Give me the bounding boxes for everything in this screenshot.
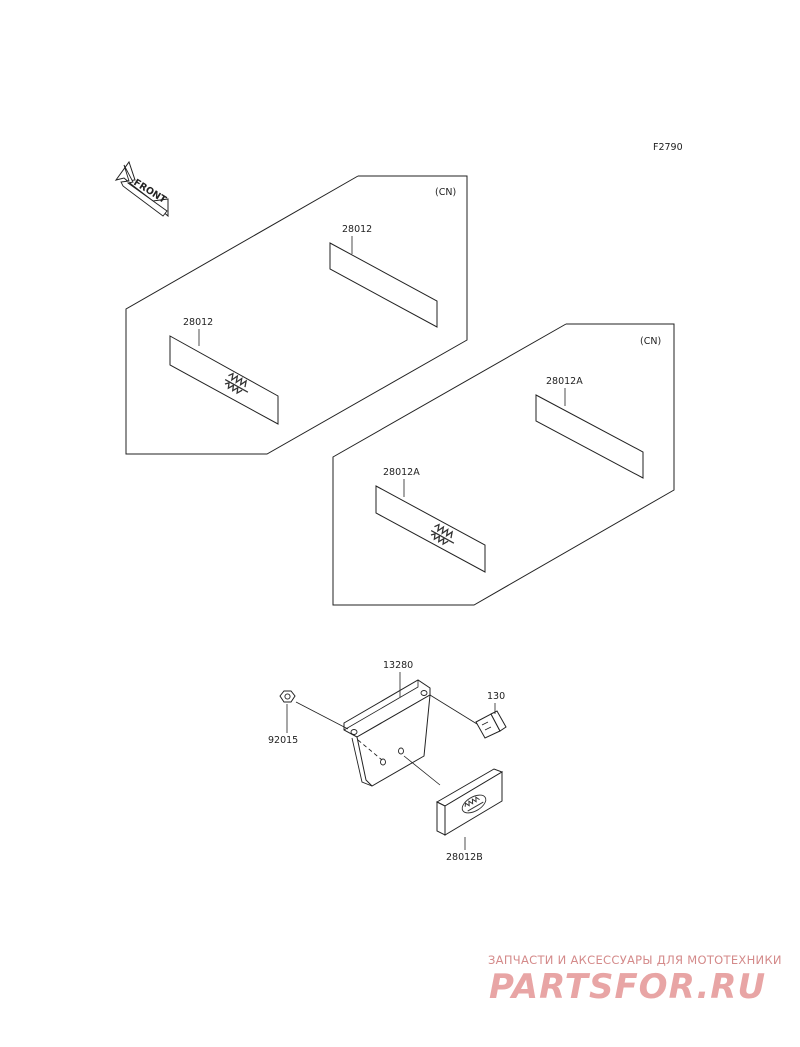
label-28012B: 28012B bbox=[446, 852, 483, 863]
region-panel-2: (CN) 28012A 28012A bbox=[332, 323, 675, 606]
bolt-130 bbox=[475, 710, 507, 739]
label-28012A-upper: 28012A bbox=[546, 376, 583, 387]
ninja-logo-icon bbox=[461, 794, 487, 814]
decal-28012-upper bbox=[329, 242, 438, 328]
label-13280: 13280 bbox=[383, 660, 413, 671]
region-label-1: (CN) bbox=[435, 187, 456, 198]
watermark: ЗАПЧАСТИ И АКСЕССУАРЫ ДЛЯ МОТОТЕХНИКИ PA… bbox=[488, 953, 782, 1007]
axis-line-nut bbox=[295, 701, 349, 730]
label-28012-upper: 28012 bbox=[342, 224, 372, 235]
decal-28012-lower bbox=[169, 335, 279, 425]
ninja-logo-icon bbox=[430, 523, 455, 546]
axis-line-bolt bbox=[429, 694, 478, 725]
reflector-28012B bbox=[435, 768, 504, 836]
label-130: 130 bbox=[487, 691, 505, 702]
decal-28012A-upper bbox=[535, 394, 644, 479]
front-arrow-icon: FRONT bbox=[114, 160, 169, 218]
nut-92015 bbox=[279, 690, 296, 703]
label-28012-lower: 28012 bbox=[183, 317, 213, 328]
bracket-assembly: 13280 92015 130 bbox=[268, 660, 507, 863]
region-label-2: (CN) bbox=[640, 336, 661, 347]
label-92015: 92015 bbox=[268, 735, 298, 746]
watermark-logo: PARTSFOR.RU bbox=[489, 967, 766, 1007]
label-28012A-lower: 28012A bbox=[383, 467, 420, 478]
watermark-tagline: ЗАПЧАСТИ И АКСЕССУАРЫ ДЛЯ МОТОТЕХНИКИ bbox=[488, 953, 782, 967]
ninja-logo-icon bbox=[224, 372, 249, 395]
dashed-align-line bbox=[357, 739, 383, 761]
figure-code: F2790 bbox=[653, 142, 683, 153]
decal-28012A-lower bbox=[375, 485, 486, 573]
axis-line-reflector bbox=[403, 755, 441, 786]
bracket-13280 bbox=[343, 679, 431, 787]
region-panel-1: (CN) 28012 28012 bbox=[125, 175, 468, 455]
